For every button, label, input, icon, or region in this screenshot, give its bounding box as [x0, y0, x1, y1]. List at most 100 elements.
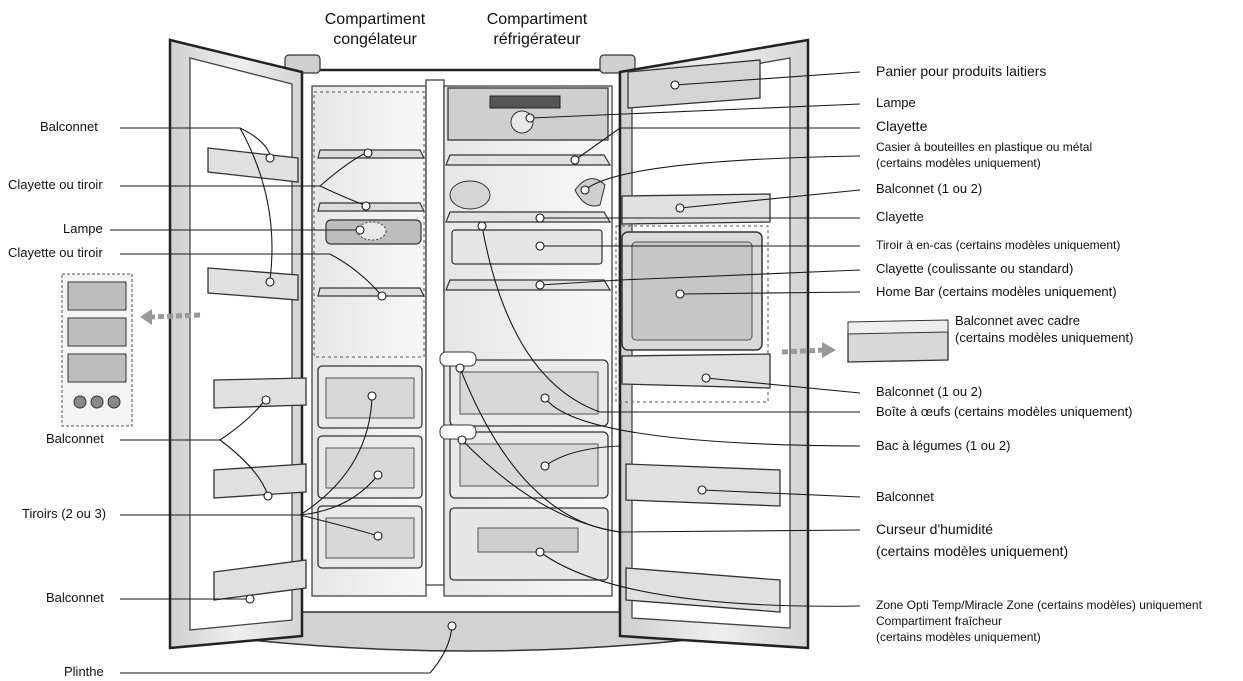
- fridge-shelf-3: [445, 279, 612, 291]
- dot: [675, 289, 685, 299]
- label-balconnet-r3: Balconnet: [876, 489, 934, 504]
- dot: [535, 547, 545, 557]
- bottle-rack-2: [574, 178, 606, 207]
- leader-casier: [584, 155, 861, 191]
- freezer-header: Compartiment congélateur: [300, 10, 450, 50]
- detached-balcony-body: [847, 329, 949, 363]
- dot: [540, 393, 550, 403]
- label-tiroirs: Tiroirs (2 ou 3): [22, 506, 107, 521]
- label-balconnet-cadre-line1: Balconnet avec cadre: [955, 313, 1081, 328]
- label-clayette-tiroir-2: Clayette ou tiroir: [8, 245, 103, 260]
- leader-balconnet-r2: [705, 377, 861, 394]
- label-home-bar: Home Bar (certains modèles uniquement): [876, 284, 1117, 299]
- label-curseur-line2: (certains modèles uniquement): [876, 543, 1069, 559]
- label-clayette-r1: Clayette: [876, 118, 928, 134]
- freezer-header-line2: congélateur: [333, 31, 417, 48]
- fridge-shelf-2: [445, 211, 612, 223]
- fridge-shelf-1: [445, 154, 612, 166]
- label-clayette-r2: Clayette: [876, 209, 924, 224]
- dot: [355, 225, 365, 235]
- leader-balconnet-1b: [239, 127, 273, 281]
- leader-plinthe: [120, 625, 453, 674]
- leader-clayette-2: [120, 253, 383, 297]
- leader-zone: [539, 551, 861, 607]
- leader-home-bar: [679, 291, 861, 295]
- top-hinge-right: [599, 54, 636, 74]
- label-clayette-coulissante: Clayette (coulissante ou standard): [876, 261, 1074, 276]
- right-door-bin-2: [621, 353, 771, 389]
- home-bar-dashed: [615, 225, 769, 403]
- label-balconnet-1: Balconnet: [40, 119, 98, 134]
- leader-tiroirs-b: [299, 474, 379, 516]
- inset-panel-1: [67, 281, 127, 311]
- dot: [540, 461, 550, 471]
- label-clayette-tiroir-1: Clayette ou tiroir: [8, 177, 103, 192]
- freezer-drawer-3-inner: [325, 517, 415, 559]
- leader-bac-legumes-b: [544, 445, 621, 467]
- dot: [373, 470, 383, 480]
- detached-arrow-head: [822, 342, 836, 358]
- inset-knob-3: [107, 395, 121, 409]
- left-inset-panel: [61, 273, 201, 427]
- label-zone-line3: (certains modèles uniquement): [876, 630, 1041, 644]
- label-tiroir-encas: Tiroir à en-cas (certains modèles unique…: [876, 238, 1121, 252]
- freezer-drawer-2-inner: [325, 447, 415, 489]
- detached-arrow: [781, 347, 826, 355]
- label-balconnet-1ou2-a: Balconnet (1 ou 2): [876, 181, 983, 196]
- fridge-header-line2: réfrigérateur: [493, 31, 581, 48]
- bottle-rack: [449, 180, 491, 210]
- humidity-slider-2: [439, 424, 477, 440]
- fridge-header-line1: Compartiment: [486, 11, 588, 28]
- dot: [697, 485, 707, 495]
- left-door-bin-5: [213, 559, 307, 601]
- detached-balcony-frame: [847, 319, 949, 335]
- dot: [373, 531, 383, 541]
- freezer-zone-dashed: [313, 91, 425, 358]
- label-zone-line1: Zone Opti Temp/Miracle Zone (certains mo…: [876, 598, 1202, 612]
- fridge-header: Compartiment réfrigérateur: [462, 10, 612, 50]
- humidity-slider-1: [439, 351, 477, 367]
- leader-tiroirs: [120, 395, 373, 516]
- label-balconnet-1ou2-b: Balconnet (1 ou 2): [876, 384, 983, 399]
- crisper-2-inner: [459, 443, 599, 487]
- dot: [535, 241, 545, 251]
- dot: [457, 435, 467, 445]
- fridge-control-panel: [489, 95, 561, 109]
- freezer-shelf-3: [317, 287, 425, 297]
- leader-boite-oeufs: [481, 225, 860, 413]
- left-door-inner: [189, 57, 293, 631]
- label-lampe-left: Lampe: [63, 221, 103, 236]
- home-bar-inner: [631, 241, 753, 341]
- left-door-bin-3: [213, 377, 307, 409]
- left-door-bin-4: [213, 463, 307, 499]
- snack-drawer: [451, 229, 603, 265]
- dot: [580, 185, 590, 195]
- right-door-bin-4: [625, 567, 781, 613]
- crisper-1-inner: [459, 371, 599, 415]
- dot: [701, 373, 711, 383]
- dot: [361, 201, 371, 211]
- dot: [535, 213, 545, 223]
- inset-arrow-head: [140, 309, 152, 325]
- leader-balconnet-r3: [701, 489, 861, 498]
- divider: [425, 79, 445, 586]
- left-door: [168, 38, 307, 650]
- label-boite-oeufs: Boîte à œufs (certains modèles uniquemen…: [876, 404, 1133, 419]
- label-lampe-right: Lampe: [876, 95, 916, 110]
- dot: [377, 291, 387, 301]
- label-curseur-line1: Curseur d'humidité: [876, 521, 994, 537]
- dot: [245, 594, 255, 604]
- leader-clayette-r1: [574, 127, 860, 161]
- leader-lampe-right: [529, 103, 861, 119]
- base-grille: [249, 611, 689, 652]
- dot: [447, 621, 457, 631]
- dot: [535, 280, 545, 290]
- inset-knob-1: [73, 395, 87, 409]
- right-door-bin-1: [621, 193, 771, 225]
- dot: [265, 277, 275, 287]
- inset-arrow: [149, 312, 201, 320]
- label-bac-legumes: Bac à légumes (1 ou 2): [876, 438, 1011, 453]
- leader-bac-legumes: [544, 397, 861, 447]
